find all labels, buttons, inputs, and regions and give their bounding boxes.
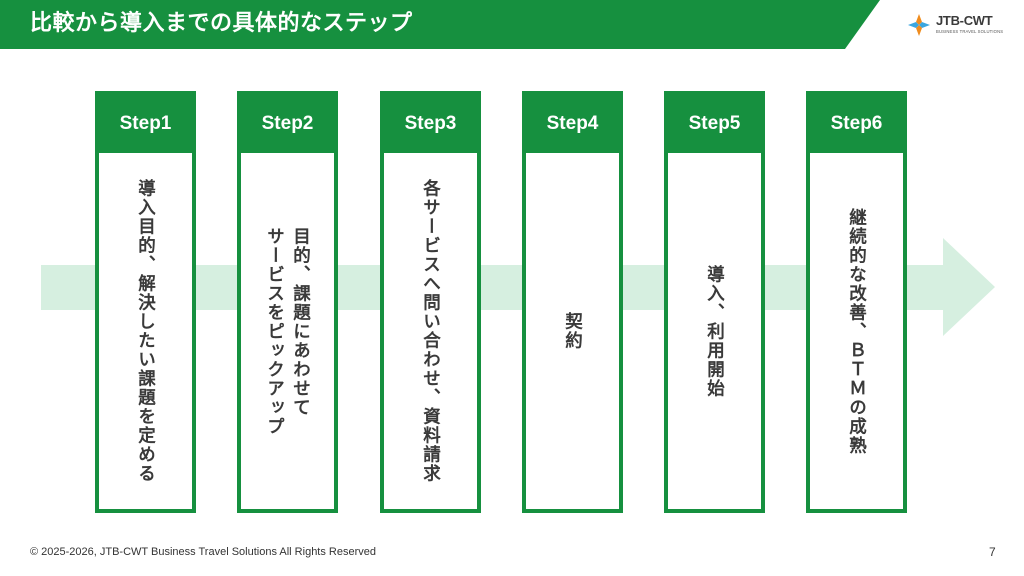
step-description: 各サービスへ問い合わせ、資料請求 <box>420 179 441 483</box>
step-card-3: Step3 各サービスへ問い合わせ、資料請求 <box>380 91 481 513</box>
company-logo: JTB-CWT BUSINESS TRAVEL SOLUTIONS <box>906 12 1006 38</box>
step-body: 導入目的、解決したい課題を定める <box>99 153 192 509</box>
page-title: 比較から導入までの具体的なステップ <box>30 11 413 36</box>
logo-wordmark: JTB-CWT <box>936 13 993 28</box>
step-label: Step5 <box>668 95 761 153</box>
step-description: 継続的な改善、ＢＴＭの成熟 <box>846 207 867 455</box>
step-body: 目的、課題にあわせて サービスをピックアップ <box>241 153 334 509</box>
step-label: Step1 <box>99 95 192 153</box>
step-label: Step4 <box>526 95 619 153</box>
step-description: 導入、利用開始 <box>704 264 725 398</box>
step-label: Step6 <box>810 95 903 153</box>
step-card-1: Step1 導入目的、解決したい課題を定める <box>95 91 196 513</box>
step-card-4: Step4 契約 <box>522 91 623 513</box>
step-description: 目的、課題にあわせて サービスをピックアップ <box>264 226 311 436</box>
step-body: 契約 <box>526 153 619 509</box>
step-body: 継続的な改善、ＢＴＭの成熟 <box>810 153 903 509</box>
step-body: 導入、利用開始 <box>668 153 761 509</box>
step-card-2: Step2 目的、課題にあわせて サービスをピックアップ <box>237 91 338 513</box>
step-card-6: Step6 継続的な改善、ＢＴＭの成熟 <box>806 91 907 513</box>
progress-arrow <box>41 238 995 336</box>
page-number: 7 <box>989 545 996 559</box>
logo-mark-icon <box>908 14 930 36</box>
step-description: 導入目的、解決したい課題を定める <box>135 179 156 483</box>
step-label: Step2 <box>241 95 334 153</box>
step-description: 契約 <box>562 312 583 350</box>
step-label: Step3 <box>384 95 477 153</box>
logo-tagline: BUSINESS TRAVEL SOLUTIONS <box>936 29 1004 34</box>
copyright-notice: © 2025-2026, JTB-CWT Business Travel Sol… <box>30 546 376 558</box>
title-bar <box>0 0 880 49</box>
step-body: 各サービスへ問い合わせ、資料請求 <box>384 153 477 509</box>
step-card-5: Step5 導入、利用開始 <box>664 91 765 513</box>
